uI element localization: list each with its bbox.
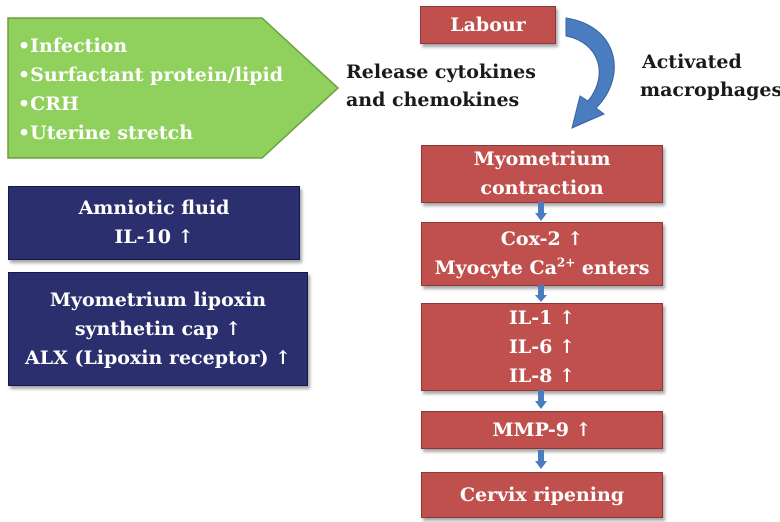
release-label: Release cytokines and chemokines <box>346 61 536 111</box>
mmp9-box: MMP-9 ↑ <box>421 411 663 449</box>
cox2-box: Cox-2 ↑ Myocyte Ca2+ enters <box>421 222 663 286</box>
cervix-ripening-box: Cervix ripening <box>421 472 663 518</box>
down-arrow-icon <box>535 390 547 409</box>
trigger-list: •Infection •Surfactant protein/lipid •CR… <box>18 32 318 148</box>
lipoxin-box: Myometrium lipoxin synthetin cap ↑ ALX (… <box>8 272 308 386</box>
myometrium-contraction-box: Myometrium contraction <box>421 145 663 203</box>
trigger-item: •Uterine stretch <box>18 122 194 144</box>
down-arrow-icon <box>535 202 547 221</box>
down-arrow-icon <box>535 285 547 302</box>
activated-label: Activated macrophages <box>640 51 780 101</box>
trigger-item: •Surfactant protein/lipid <box>18 64 284 86</box>
trigger-item: •CRH <box>18 93 80 115</box>
myocyte-ca-line: Myocyte Ca2+ enters <box>434 255 650 279</box>
labour-box: Labour <box>420 6 556 44</box>
interleukin-box: IL-1 ↑ IL-6 ↑ IL-8 ↑ <box>421 303 663 391</box>
down-arrow-icon <box>535 450 547 469</box>
curved-arrow-icon <box>565 17 615 129</box>
trigger-pentagon-shape <box>7 17 340 159</box>
trigger-item: •Infection <box>18 35 128 57</box>
amniotic-fluid-box: Amniotic fluid IL-10 ↑ <box>8 186 300 260</box>
